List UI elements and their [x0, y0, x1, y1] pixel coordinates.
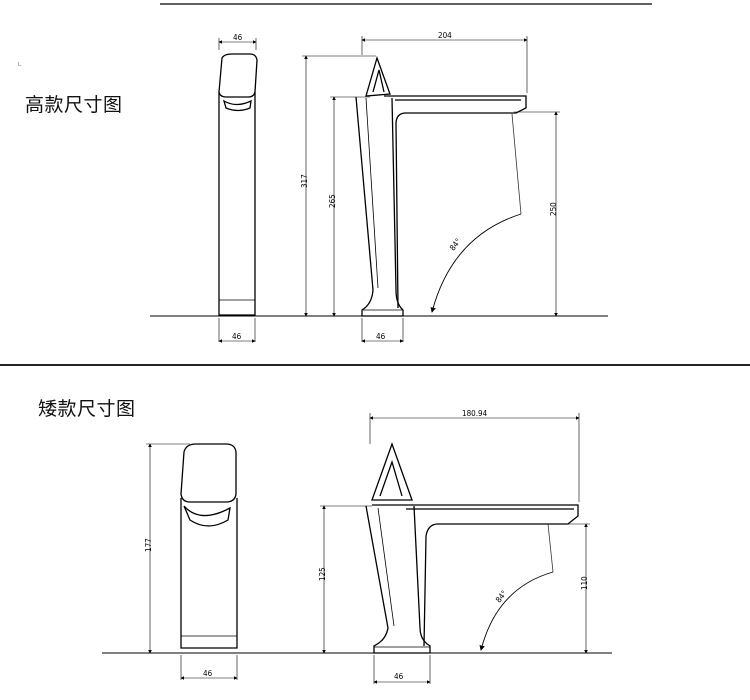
- tall-reach-label: 204: [438, 31, 452, 40]
- short-total-height-label: 177: [144, 538, 153, 552]
- tall-front-bottom-dim: [218, 318, 256, 343]
- short-reach-label: 180.94: [462, 409, 488, 418]
- short-spout-height-dim: [546, 523, 590, 654]
- tall-side-view: [355, 55, 527, 317]
- corner-mark: L: [18, 62, 21, 68]
- short-body-height-label: 125: [318, 567, 327, 581]
- tall-spout-height-dim: [514, 111, 560, 317]
- tall-stream: [511, 113, 522, 215]
- short-reach-dim: [369, 413, 580, 502]
- tall-spout-height-label: 250: [549, 202, 558, 216]
- short-front-base-dim: [180, 655, 238, 680]
- tall-front-top-dim: [218, 38, 257, 50]
- tall-base-front-label: 46: [232, 332, 242, 341]
- short-front-view: [180, 443, 238, 649]
- short-spout-height-label: 110: [580, 576, 589, 590]
- tall-total-height-label: 317: [300, 174, 309, 188]
- tall-total-height-dim: [302, 55, 376, 317]
- short-angle-arc: [479, 571, 554, 651]
- tall-top-width-label: 46: [233, 33, 243, 42]
- tall-angle-arc: [430, 213, 522, 313]
- tall-reach-dim: [361, 36, 528, 93]
- short-angle-label: 84°: [494, 589, 509, 605]
- short-body-height-dim: [320, 505, 372, 654]
- tall-side-base-dim: [361, 318, 404, 343]
- tall-front-view: [218, 53, 258, 316]
- short-stream: [547, 523, 554, 573]
- short-base-side-label: 46: [394, 672, 404, 681]
- short-side-view: [365, 442, 579, 654]
- short-model-title: 矮款尺寸图: [38, 398, 136, 420]
- tall-angle-label: 84°: [448, 237, 463, 253]
- tall-body-height-label: 265: [328, 194, 337, 208]
- short-side-base-dim: [373, 655, 431, 684]
- tall-model-title: 高款尺寸图: [25, 94, 123, 116]
- short-base-front-label: 46: [203, 669, 213, 678]
- tall-body-height-dim: [330, 96, 370, 317]
- short-total-height-dim: [146, 443, 190, 654]
- tall-base-side-label: 46: [376, 332, 386, 341]
